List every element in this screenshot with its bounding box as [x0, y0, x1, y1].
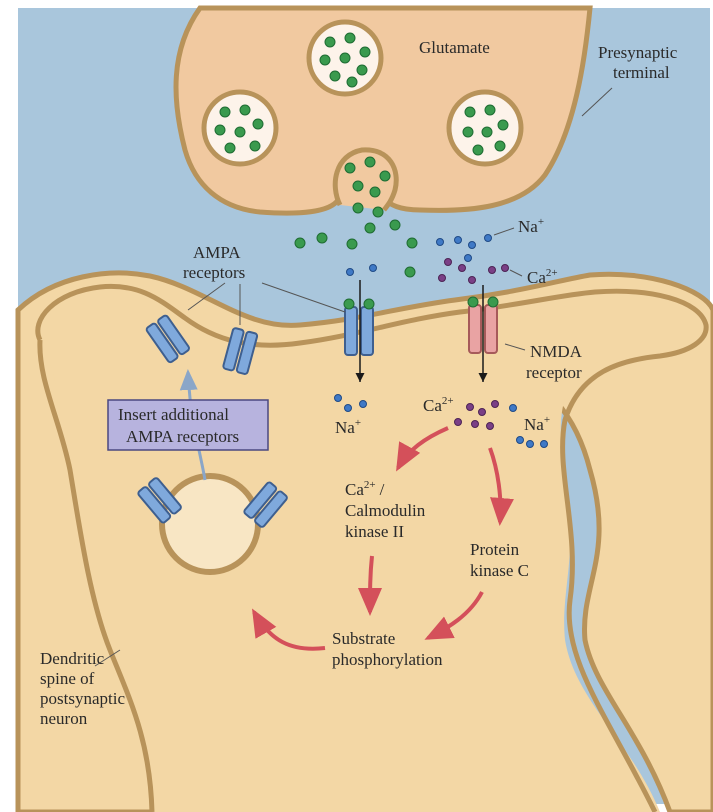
- label-ampa-2: receptors: [183, 263, 245, 282]
- label-camk-3: kinase II: [345, 522, 404, 541]
- label-glutamate: Glutamate: [419, 38, 490, 57]
- camk-to-substrate-arrow: [370, 556, 372, 612]
- label-dendritic-1: Dendritic: [40, 649, 105, 668]
- label-insert-2: AMPA receptors: [126, 427, 239, 446]
- label-substrate-2: phosphorylation: [332, 650, 443, 669]
- label-presynaptic-1: Presynaptic: [598, 43, 678, 62]
- label-presynaptic-2: terminal: [613, 63, 670, 82]
- label-dendritic-2: spine of: [40, 669, 95, 688]
- label-nmda-1: NMDA: [530, 342, 583, 361]
- label-dendritic-4: neuron: [40, 709, 88, 728]
- label-camk-2: Calmodulin: [345, 501, 426, 520]
- label-ampa-1: AMPA: [193, 243, 241, 262]
- label-pkc-1: Protein: [470, 540, 520, 559]
- label-nmda-2: receptor: [526, 363, 582, 382]
- label-pkc-2: kinase C: [470, 561, 529, 580]
- ampa-vesicle: [162, 476, 258, 572]
- label-dendritic-3: postsynaptic: [40, 689, 125, 708]
- label-substrate-1: Substrate: [332, 629, 395, 648]
- label-insert-1: Insert additional: [118, 405, 229, 424]
